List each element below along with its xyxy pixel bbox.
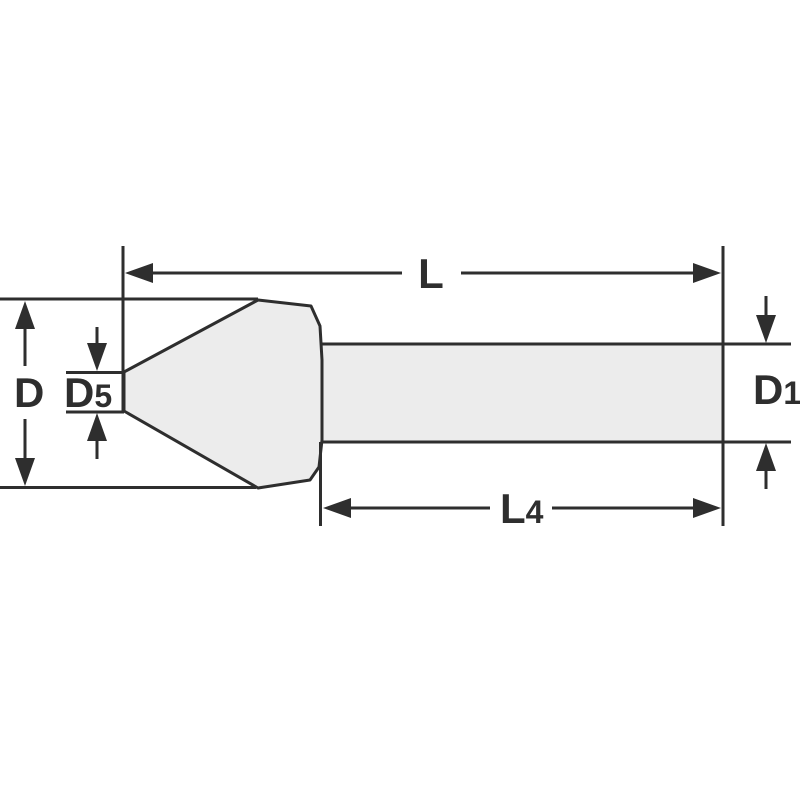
arrow-left-icon bbox=[323, 498, 351, 518]
extension-lines bbox=[0, 246, 791, 526]
dimension-shank-length: L4 bbox=[323, 485, 721, 532]
arrow-right-icon bbox=[693, 263, 721, 283]
label-shank-diameter: D1 bbox=[753, 366, 800, 413]
arrow-left-icon bbox=[125, 263, 153, 283]
arrow-up-icon bbox=[756, 443, 776, 471]
shank-body bbox=[319, 342, 725, 444]
label-shank-length-subscript: 4 bbox=[526, 494, 544, 530]
tool-body bbox=[122, 298, 725, 490]
dimension-overall-length: L bbox=[125, 250, 721, 297]
arrow-up-icon bbox=[15, 301, 35, 329]
label-tip-diameter-main: D bbox=[64, 369, 94, 416]
label-shank-diameter-main: D bbox=[753, 366, 783, 413]
label-tip-diameter: D5 bbox=[64, 369, 112, 416]
arrow-down-icon bbox=[15, 458, 35, 486]
dimension-shank-diameter: D1 bbox=[753, 296, 800, 489]
arrow-down-icon bbox=[87, 343, 107, 371]
dimension-tip-diameter: D5 bbox=[64, 327, 112, 459]
label-shank-diameter-subscript: 1 bbox=[783, 375, 800, 411]
countersink-head bbox=[122, 298, 324, 490]
label-shank-length: L4 bbox=[500, 485, 544, 532]
label-shank-length-main: L bbox=[500, 485, 526, 532]
arrow-down-icon bbox=[756, 315, 776, 343]
label-head-diameter: D bbox=[14, 369, 44, 416]
label-overall-length: L bbox=[418, 250, 444, 297]
arrow-up-icon bbox=[87, 413, 107, 441]
dimension-head-diameter: D bbox=[14, 301, 44, 486]
label-tip-diameter-subscript: 5 bbox=[94, 378, 112, 414]
arrow-right-icon bbox=[693, 498, 721, 518]
